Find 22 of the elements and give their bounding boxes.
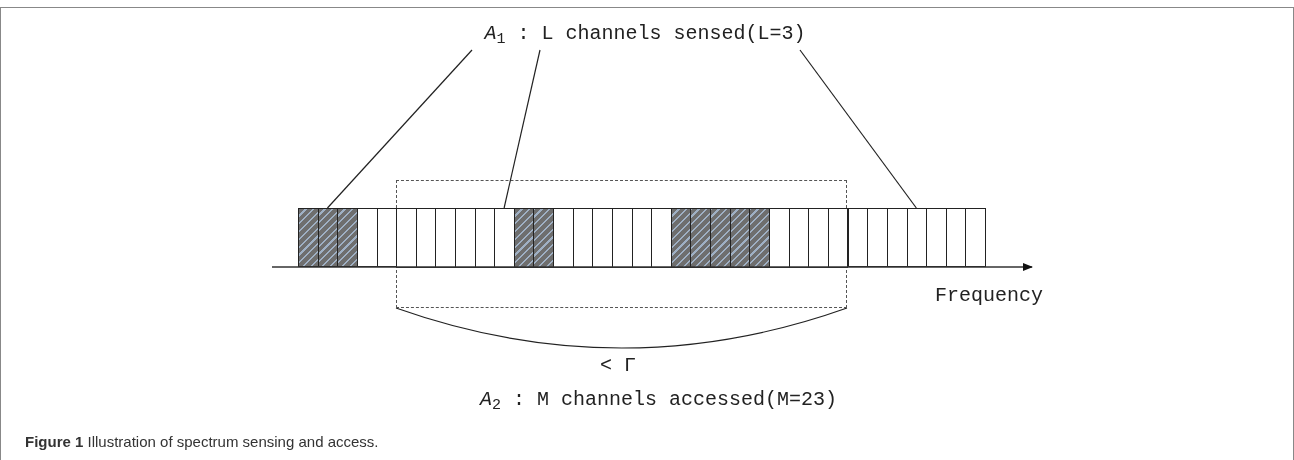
occupied-channel <box>298 208 319 267</box>
annotation-text: A$_{1}$ : L channels sensed(L=3) <box>455 18 835 50</box>
channel-slot <box>926 208 947 267</box>
occupied-channel <box>337 208 358 267</box>
figure-caption: Figure 1 Illustration of spectrum sensing and access. <box>25 432 379 452</box>
channel-slot <box>494 208 515 268</box>
occupied-channel <box>749 208 770 268</box>
channel-slot <box>867 208 888 267</box>
channel-slot <box>808 208 829 268</box>
channel-slot <box>592 208 613 268</box>
leader-line <box>503 49 541 209</box>
leader-line <box>799 49 917 209</box>
channel-slot <box>435 208 456 268</box>
annotation-label: < Γ <box>600 353 636 379</box>
annotation-label: A$_{2}$ : M channels accessed(M=23) <box>480 387 838 415</box>
leader-line <box>326 49 473 209</box>
channel-slot <box>651 208 672 268</box>
axis-label: Frequency <box>935 283 1044 309</box>
channel-slot <box>965 208 987 267</box>
occupied-channel <box>710 208 731 268</box>
channel-slot <box>553 208 574 268</box>
access-window <box>396 180 847 308</box>
